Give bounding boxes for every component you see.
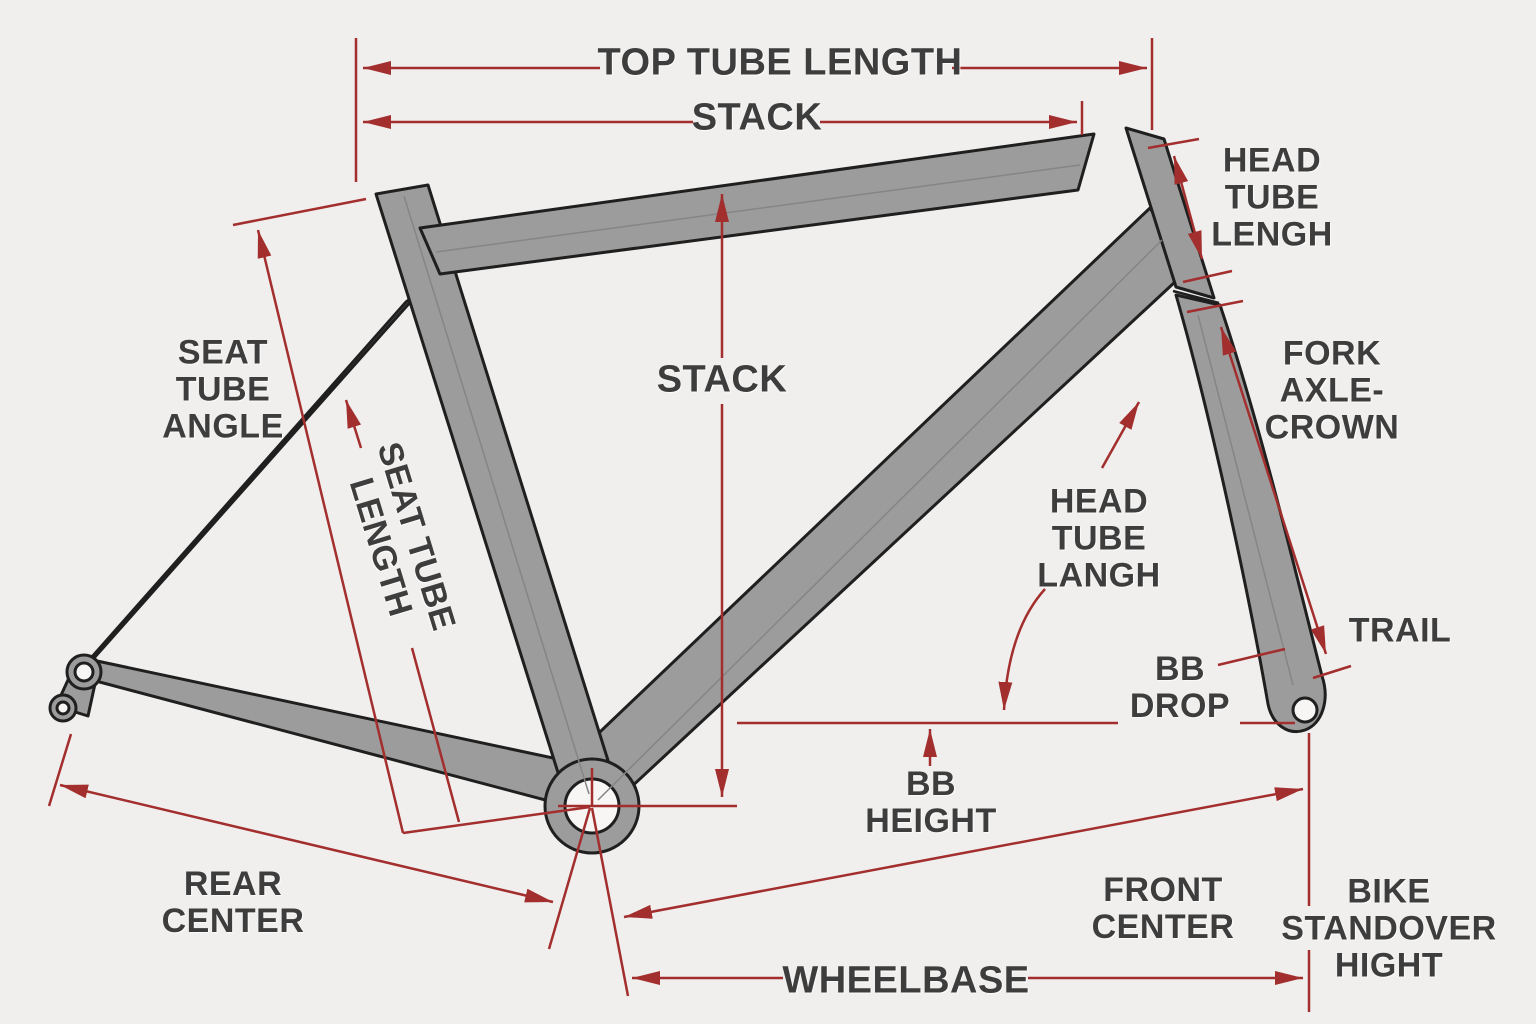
- front-axle-hole: [1291, 696, 1319, 724]
- label-wheelbase: WHEELBASE: [782, 959, 1030, 1002]
- rear-axle-hole: [73, 661, 95, 683]
- seat-tube-length-arrow: [344, 399, 363, 449]
- label-head-tube-angle: HEAD TUBE LANGH: [1037, 482, 1161, 595]
- seat-tube-angle-top-tick: [232, 197, 367, 227]
- label-fork-axle-crown: FORK AXLE- CROWN: [1264, 334, 1400, 447]
- head-tube-bottom-tick: [1182, 269, 1233, 284]
- bb-drop-leader: [1217, 647, 1286, 667]
- fork-axle-tick: [1312, 664, 1352, 680]
- fork-crown-line: [1172, 289, 1220, 305]
- down-tube-seam: [597, 239, 1163, 801]
- fork-axle-crown-arrow: [1219, 326, 1328, 655]
- bb-reference-extension: [590, 807, 630, 997]
- top-tube-seam: [435, 164, 1081, 253]
- head-tube-top-tick: [1147, 137, 1200, 150]
- label-stack-top: STACK: [691, 96, 823, 139]
- rear-center-tick: [47, 733, 73, 807]
- bike-frame: [48, 126, 1327, 855]
- hanger-hole: [55, 700, 71, 716]
- seat-tube-seam: [403, 195, 590, 795]
- dimension-lines: [47, 38, 1352, 1012]
- head-tube-length-arrow: [1172, 155, 1204, 260]
- label-trail: TRAIL: [1348, 611, 1452, 650]
- label-head-tube-length: HEAD TUBE LENGH: [1211, 141, 1333, 254]
- label-front-center: FRONT CENTER: [1091, 871, 1235, 946]
- front-center-arrow: [623, 787, 1304, 919]
- label-bike-standover: BIKE STANDOVER HIGHT: [1281, 872, 1497, 985]
- label-seat-tube-angle: SEAT TUBE ANGLE: [162, 333, 284, 446]
- top-tube: [418, 132, 1096, 276]
- label-rear-center: REAR CENTER: [161, 865, 305, 940]
- chain-stay: [90, 659, 588, 808]
- label-bb-height: BB HEIGHT: [865, 765, 997, 840]
- fork-crown-tick: [1186, 299, 1244, 314]
- seat-tube-axis-extension: [547, 807, 592, 950]
- label-stack-center: STACK: [656, 358, 788, 401]
- rear-center-arrow: [59, 783, 554, 904]
- label-bb-drop: BB DROP: [1129, 650, 1231, 725]
- head-tube-angle-leader: [1100, 401, 1141, 469]
- seat-tube-angle-line: [256, 229, 405, 834]
- label-top-tube-length: TOP TUBE LENGTH: [597, 41, 963, 84]
- head-tube-angle-arc: [998, 588, 1046, 711]
